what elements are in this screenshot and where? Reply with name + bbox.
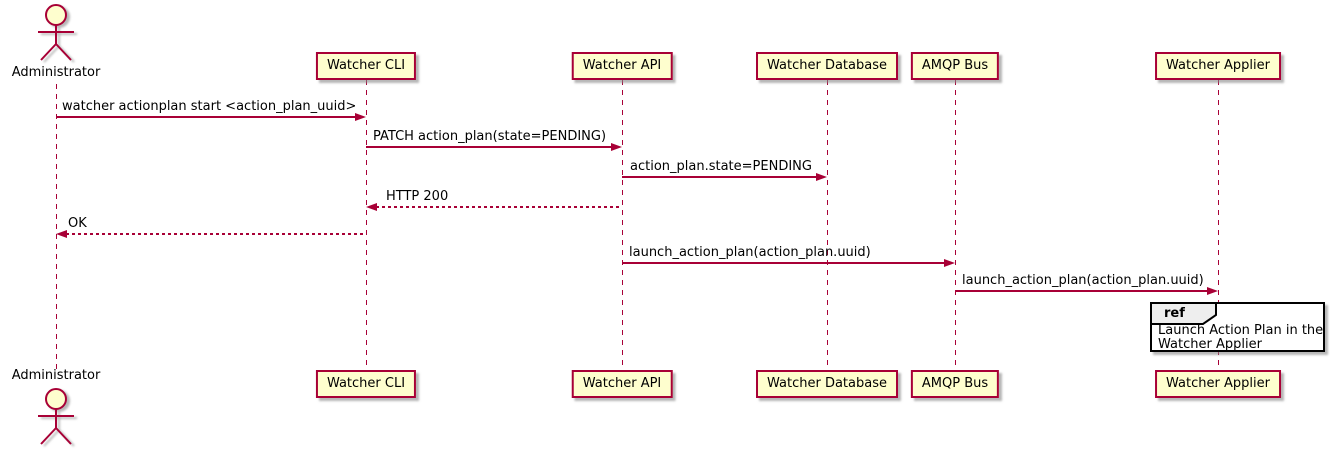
message-4-arrowhead-icon	[366, 203, 377, 211]
participant-top-watcher-api: Watcher API	[571, 52, 673, 80]
message-6-label: launch_action_plan(action_plan.uuid)	[629, 245, 871, 260]
message-7-label: launch_action_plan(action_plan.uuid)	[962, 273, 1204, 288]
ref-text: Launch Action Plan in the Watcher Applie…	[1158, 324, 1323, 352]
message-1-line	[56, 116, 356, 118]
lifeline-watcher-api	[622, 80, 623, 372]
message-2-line	[366, 146, 612, 148]
participant-bottom-watcher-cli: Watcher CLI	[315, 370, 417, 398]
message-5-arrowhead-icon	[56, 230, 67, 238]
participant-top-watcher-cli: Watcher CLI	[315, 52, 417, 80]
message-3-arrowhead-icon	[816, 173, 827, 181]
message-6-line	[622, 262, 945, 264]
ref-keyword: ref	[1164, 306, 1185, 321]
ref-fragment: ref Launch Action Plan in the Watcher Ap…	[1150, 302, 1325, 352]
ref-text-line-2: Watcher Applier	[1158, 337, 1262, 352]
participant-bottom-watcher-applier: Watcher Applier	[1155, 370, 1281, 398]
message-1-arrowhead-icon	[355, 113, 366, 121]
participant-bottom-amqp-bus: AMQP Bus	[910, 370, 1000, 398]
ref-tab-pentagon-icon	[1150, 302, 1217, 325]
lifeline-watcher-database	[827, 80, 828, 372]
message-5-line	[66, 233, 366, 235]
lifeline-amqp-bus	[955, 80, 956, 372]
message-1-label: watcher actionplan start <action_plan_uu…	[62, 99, 357, 114]
lifeline-watcher-cli	[366, 80, 367, 372]
lifeline-administrator	[56, 84, 57, 370]
message-7-line	[955, 290, 1208, 292]
actor-label-administrator-bottom: Administrator	[11, 368, 101, 383]
participant-top-amqp-bus: AMQP Bus	[910, 52, 1000, 80]
message-4-label: HTTP 200	[386, 189, 449, 204]
message-4-line	[376, 206, 622, 208]
ref-text-line-1: Launch Action Plan in the	[1158, 323, 1324, 338]
participant-top-watcher-database: Watcher Database	[756, 52, 898, 80]
participant-bottom-watcher-api: Watcher API	[571, 370, 673, 398]
message-3-line	[622, 176, 817, 178]
message-6-arrowhead-icon	[944, 259, 955, 267]
message-3-label: action_plan.state=PENDING	[630, 159, 812, 174]
message-2-label: PATCH action_plan(state=PENDING)	[373, 129, 607, 144]
actor-label-administrator-top: Administrator	[11, 65, 101, 80]
administrator-actor-icon-bottom	[38, 388, 74, 445]
lifeline-watcher-applier	[1218, 80, 1219, 372]
message-7-arrowhead-icon	[1207, 287, 1218, 295]
message-5-label: OK	[68, 216, 87, 231]
administrator-actor-icon	[38, 4, 74, 61]
message-2-arrowhead-icon	[611, 143, 622, 151]
participant-top-watcher-applier: Watcher Applier	[1155, 52, 1281, 80]
participant-bottom-watcher-database: Watcher Database	[756, 370, 898, 398]
